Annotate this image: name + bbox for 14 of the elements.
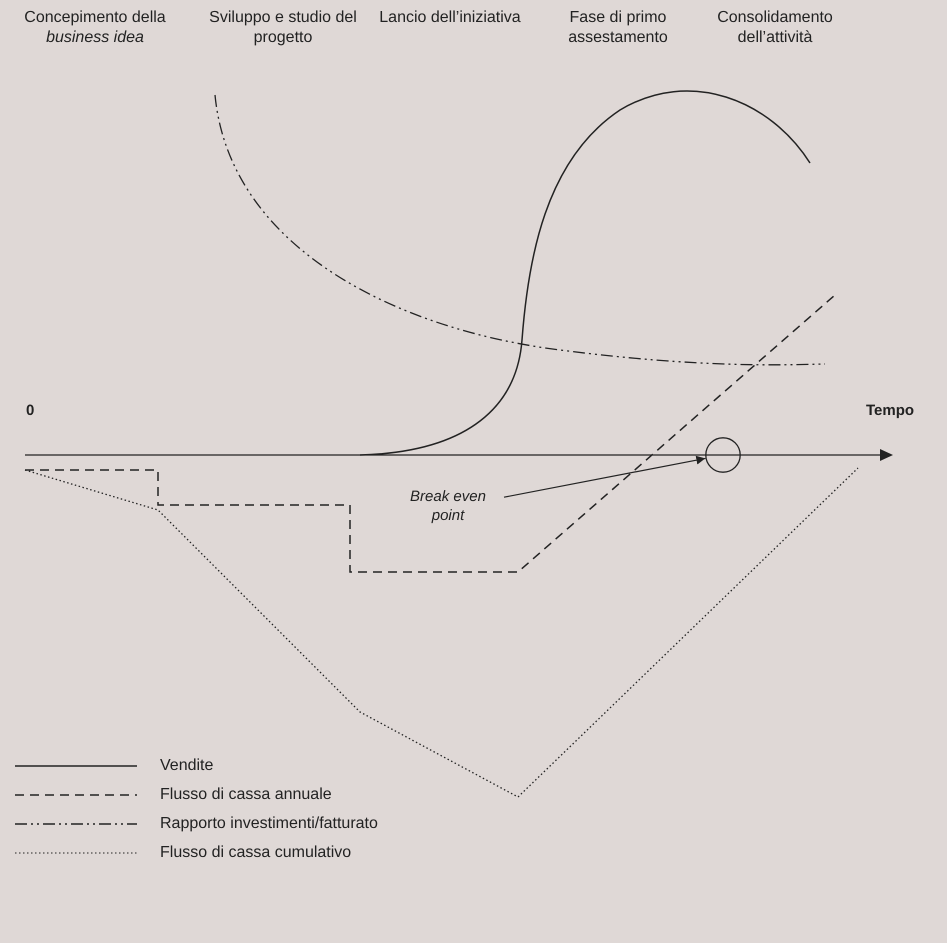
legend-label: Flusso di cassa annuale bbox=[160, 785, 332, 805]
break-even-circle bbox=[705, 437, 741, 473]
callout-text: Break even point bbox=[392, 487, 504, 525]
leader-line bbox=[504, 456, 706, 498]
legend-label: Flusso di cassa cumulativo bbox=[160, 843, 352, 863]
phase-heading: Fase di primo assestamento bbox=[567, 8, 669, 48]
phase-heading: Lancio dell’iniziativa bbox=[378, 8, 522, 28]
legend-label: Vendite bbox=[160, 756, 214, 776]
phase-heading: Sviluppo e studio del progetto bbox=[208, 8, 358, 48]
legend-label: Rapporto investimenti/fatturato bbox=[160, 814, 378, 834]
axis-label: Tempo bbox=[866, 401, 914, 421]
origin-label: 0 bbox=[26, 401, 34, 421]
phase-heading: Concepimento della business idea bbox=[23, 8, 167, 48]
phase-heading: Consolidamento dell’attività bbox=[716, 8, 834, 48]
